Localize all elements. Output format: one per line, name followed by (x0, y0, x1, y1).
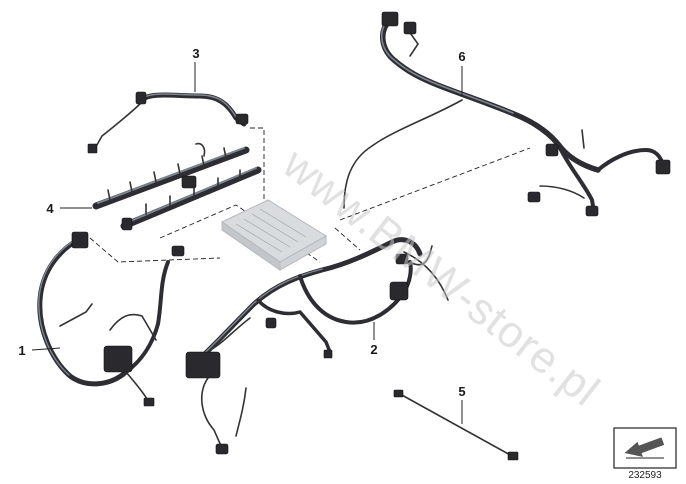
harness-3 (87, 91, 249, 157)
connector (235, 113, 249, 125)
part-5-wire (393, 389, 519, 461)
connector (403, 21, 417, 35)
connector (585, 205, 599, 217)
connector (323, 349, 333, 359)
harness-6 (343, 11, 671, 217)
connector (507, 451, 519, 461)
connector (395, 253, 409, 265)
connector (181, 175, 197, 189)
watermark: www.BMW-store.pl (273, 139, 609, 416)
control-module (221, 199, 327, 271)
dashed-guides (89, 127, 531, 263)
connector (655, 159, 671, 175)
harness-1 (37, 231, 185, 407)
connector (381, 11, 399, 27)
callout-4: 4 (46, 201, 54, 216)
connector (121, 217, 133, 231)
callout-labels: 3 4 1 2 6 5 (18, 46, 465, 399)
callout-2: 2 (370, 342, 377, 357)
callout-6: 6 (458, 49, 465, 64)
connector (185, 351, 221, 379)
connector (143, 397, 155, 407)
harness-4 (92, 146, 262, 231)
callout-5: 5 (458, 384, 465, 399)
connector (389, 281, 409, 301)
callout-leaders (31, 62, 463, 424)
connector (171, 245, 185, 257)
connector (545, 143, 559, 157)
connector (393, 389, 404, 398)
harness-2 (185, 237, 449, 455)
connector (265, 317, 277, 329)
connector (215, 443, 229, 455)
callout-1: 1 (18, 343, 25, 358)
diagram-code: 232593 (628, 470, 662, 481)
view-icon-box: 232593 (613, 427, 677, 481)
arrow-view-icon (624, 437, 665, 459)
callout-3: 3 (192, 46, 199, 61)
connector (87, 143, 98, 154)
connector (71, 231, 89, 249)
connector (103, 345, 133, 373)
connector (135, 91, 147, 105)
connector (527, 191, 541, 203)
